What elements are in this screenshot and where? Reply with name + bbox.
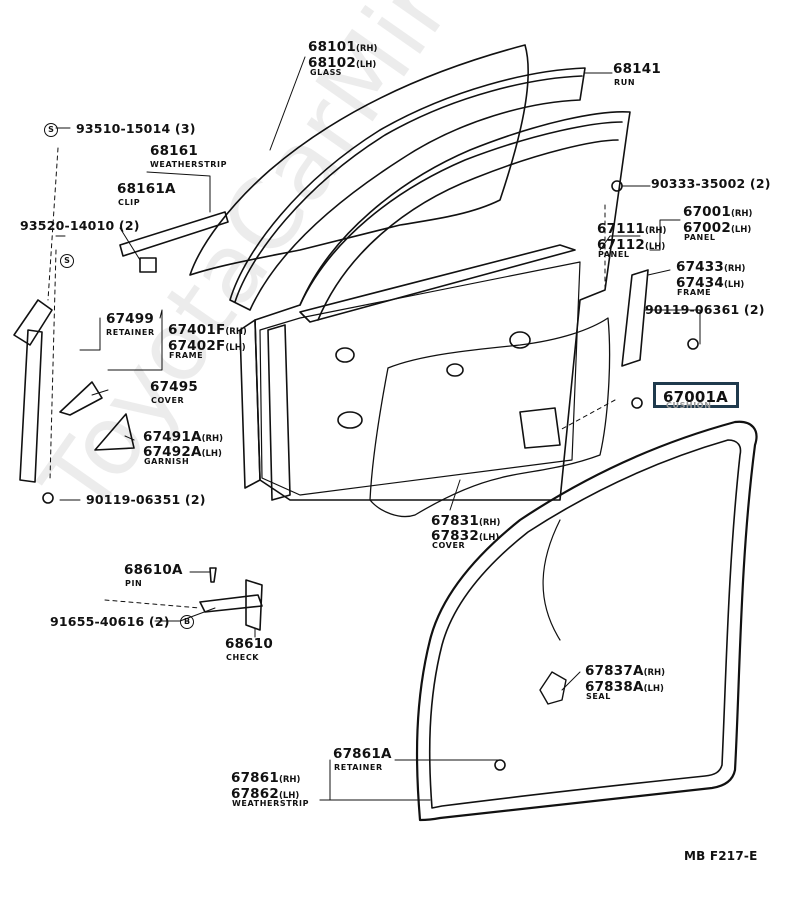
weatherstrip-shape — [415, 420, 758, 822]
label-weatherstrip-68161-num: 68161 — [150, 143, 198, 159]
highlighted-part-box: 67001A CUSHION — [653, 382, 739, 410]
run-shape — [229, 67, 586, 311]
label-cushion-67001a-name: CUSHION — [666, 401, 712, 410]
label-seal-rh: 67837A(RH) — [585, 663, 666, 679]
label-cover-67495-name: COVER — [151, 396, 185, 405]
label-cushion-90333: 90333-35002 (2) — [651, 176, 771, 191]
label-panel-67001-name: PANEL — [684, 233, 716, 242]
label-bolt-90119-06361: 90119-06361 (2) — [645, 302, 765, 317]
symbol-s-top: S — [44, 123, 58, 137]
label-run-name: RUN — [614, 78, 636, 87]
glass-shape — [189, 44, 529, 276]
label-glass-lh: 68102(LH) — [308, 55, 377, 71]
label-retainer-67861a-name: RETAINER — [334, 763, 383, 772]
label-frame-67433-lh: 67434(LH) — [676, 275, 745, 291]
label-retainer-67499-name: RETAINER — [106, 328, 155, 337]
cover-67495 — [59, 381, 103, 416]
label-weatherstrip-68161-name: WEATHERSTRIP — [150, 160, 228, 169]
label-panel-67001-lh: 67002(LH) — [683, 220, 752, 236]
check-shape — [199, 594, 263, 613]
garnish-67491 — [94, 413, 135, 451]
label-frame-67401-rh: 67401F(RH) — [168, 322, 247, 338]
label-frame-67401-lh: 67402F(LH) — [168, 338, 246, 354]
label-garnish-lh: 67492A(LH) — [143, 444, 222, 460]
frame-67433 — [621, 269, 649, 367]
label-panel-67111-lh: 67112(LH) — [597, 237, 666, 253]
label-seal-name: SEAL — [586, 692, 611, 701]
label-glass-name: GLASS — [310, 68, 343, 77]
label-pin-num: 68610A — [124, 562, 183, 578]
label-weatherstrip-67861-lh: 67862(LH) — [231, 786, 300, 802]
label-bolt-91655: 91655-40616 (2) — [50, 614, 170, 629]
symbol-s-mid: S — [60, 254, 74, 268]
label-screw-93510: 93510-15014 (3) — [76, 121, 196, 136]
label-garnish-rh: 67491A(RH) — [143, 429, 224, 445]
label-cover-67495-num: 67495 — [150, 379, 198, 395]
label-bolt-90119-06351: 90119-06351 (2) — [86, 492, 206, 507]
symbol-b: B — [180, 615, 194, 629]
label-weatherstrip-67861-name: WEATHERSTRIP — [232, 799, 310, 808]
label-check-name: CHECK — [226, 653, 260, 662]
drawing-code: MB F217-E — [684, 849, 758, 863]
label-cover-67831-rh: 67831(RH) — [431, 513, 501, 529]
label-frame-67433-rh: 67433(RH) — [676, 259, 746, 275]
label-garnish-name: GARNISH — [144, 457, 190, 466]
leader-lines — [55, 56, 701, 801]
door-frame — [254, 110, 631, 501]
label-clip-name: CLIP — [118, 198, 141, 207]
cover-shape — [369, 317, 611, 518]
label-panel-67111-rh: 67111(RH) — [597, 221, 667, 237]
label-panel-67001-rh: 67001(RH) — [683, 204, 753, 220]
label-frame-67433-name: FRAME — [677, 288, 712, 297]
weatherstrip-68161 — [119, 211, 229, 257]
label-seal-lh: 67838A(LH) — [585, 679, 664, 695]
label-glass-rh: 68101(RH) — [308, 39, 378, 55]
label-clip-num: 68161A — [117, 181, 176, 197]
seal-shape — [539, 671, 567, 705]
label-frame-67401-name: FRAME — [169, 351, 204, 360]
label-run-num: 68141 — [613, 61, 661, 77]
label-check-num: 68610 — [225, 636, 273, 652]
label-panel-67111-name: PANEL — [598, 250, 630, 259]
label-retainer-67499-num: 67499 — [106, 311, 154, 327]
frame-67401 — [19, 329, 43, 483]
label-cover-67831-name: COVER — [432, 541, 466, 550]
label-cover-67831-lh: 67832(LH) — [431, 528, 500, 544]
label-screw-93520: 93520-14010 (2) — [20, 218, 140, 233]
label-retainer-67861a-num: 67861A — [333, 746, 392, 762]
label-weatherstrip-67861-rh: 67861(RH) — [231, 770, 301, 786]
label-pin-name: PIN — [125, 579, 143, 588]
label-cushion-67001a-num: 67001A — [663, 388, 728, 406]
